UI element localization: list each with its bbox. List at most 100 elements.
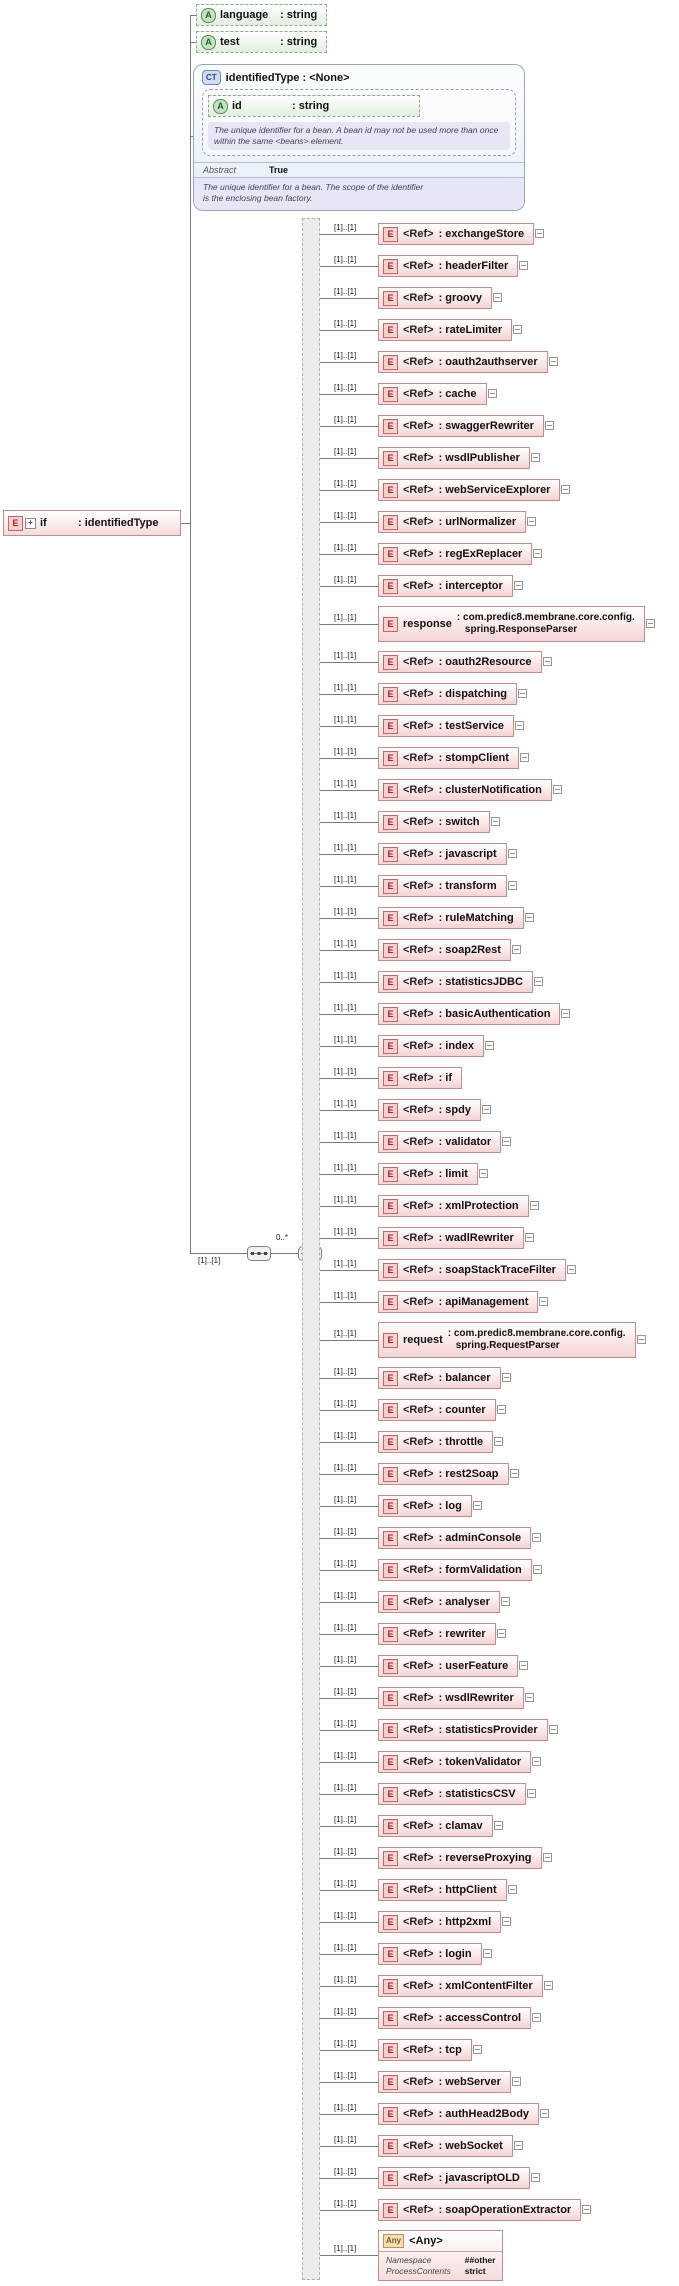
element-box[interactable]: E<Ref>: clamav (378, 1815, 503, 1837)
element-box[interactable]: E<Ref>: interceptor (378, 575, 523, 597)
expand-toggle-icon[interactable] (482, 1949, 492, 1958)
element-box[interactable]: E<Ref>: tokenValidator (378, 1751, 542, 1773)
attribute-language[interactable]: A language : string (196, 4, 328, 26)
element-box[interactable]: E<Ref>: authHead2Body (378, 2103, 550, 2125)
element-box[interactable]: E<Ref>: groovy (378, 287, 502, 309)
element-box[interactable]: E<Ref>: statisticsJDBC (378, 971, 543, 993)
expand-toggle-icon[interactable] (532, 2013, 542, 2022)
expand-toggle-icon[interactable] (561, 485, 571, 494)
element-box[interactable]: E<Ref>: xmlContentFilter (378, 1975, 553, 1997)
expand-toggle-icon[interactable] (481, 1105, 491, 1114)
element-box[interactable]: E<Ref>: xmlProtection (378, 1195, 539, 1217)
expand-toggle-icon[interactable] (496, 1405, 506, 1414)
expand-toggle-icon[interactable] (542, 1853, 552, 1862)
element-box[interactable]: E<Ref>: formValidation (378, 1559, 542, 1581)
expand-toggle-icon[interactable] (544, 421, 554, 430)
expand-toggle-icon[interactable] (535, 229, 545, 238)
expand-toggle-icon[interactable] (530, 453, 540, 462)
expand-toggle-icon[interactable] (511, 2077, 521, 2086)
element-if-root[interactable]: E + if : identifiedType (3, 510, 181, 536)
expand-toggle-icon[interactable] (561, 1009, 571, 1018)
expand-toggle-icon[interactable] (509, 1469, 519, 1478)
element-box[interactable]: E<Ref>: webSocket (378, 2135, 523, 2157)
expand-toggle-icon[interactable] (543, 1981, 553, 1990)
expand-toggle-icon[interactable] (527, 517, 537, 526)
expand-toggle-icon[interactable] (532, 1565, 542, 1574)
element-box[interactable]: E<Ref>: webServer (378, 2071, 521, 2093)
element-box[interactable]: E<Ref>: log (378, 1495, 482, 1517)
element-box[interactable]: E<Ref>: soapStackTraceFilter (378, 1259, 576, 1281)
element-box[interactable]: E<Ref>: balancer (378, 1367, 511, 1389)
element-box[interactable]: E<Ref>: rest2Soap (378, 1463, 519, 1485)
expand-toggle-icon[interactable] (518, 689, 528, 698)
element-box[interactable]: E<Ref>: oauth2Resource (378, 651, 552, 673)
expand-toggle-icon[interactable] (496, 1629, 506, 1638)
element-box[interactable]: E<Ref>: clusterNotification (378, 779, 562, 801)
expand-toggle-icon[interactable] (507, 881, 517, 890)
expand-toggle-icon[interactable] (540, 2109, 550, 2118)
expand-toggle-icon[interactable] (492, 293, 502, 302)
element-box[interactable]: E<Ref>: regExReplacer (378, 543, 543, 565)
expand-toggle-icon[interactable] (502, 1917, 512, 1926)
expand-toggle-icon[interactable] (524, 1233, 534, 1242)
element-box[interactable]: E<Ref>: webServiceExplorer (378, 479, 571, 501)
expand-toggle-icon[interactable] (582, 2205, 592, 2214)
element-box[interactable]: E<Ref>: wadlRewriter (378, 1227, 534, 1249)
sequence-compositor-icon[interactable] (247, 1246, 271, 1261)
element-box[interactable]: E<Ref>: reverseProxying (378, 1847, 552, 1869)
element-box[interactable]: E<Ref>: exchangeStore (378, 223, 545, 245)
expand-toggle-icon[interactable] (519, 1661, 529, 1670)
element-box[interactable]: E<Ref>: accessControl (378, 2007, 542, 2029)
attribute-id[interactable]: A id : string (208, 95, 420, 117)
element-box[interactable]: E<Ref>: adminConsole (378, 1527, 542, 1549)
element-box[interactable]: E<Ref>: stompClient (378, 747, 529, 769)
element-box[interactable]: E<Ref>: wsdlPublisher (378, 447, 540, 469)
expand-toggle-icon[interactable] (487, 389, 497, 398)
element-box[interactable]: E<Ref>: soapOperationExtractor (378, 2199, 592, 2221)
expand-toggle-icon[interactable] (539, 1297, 549, 1306)
expand-toggle-icon[interactable] (513, 2141, 523, 2150)
element-box[interactable]: E<Ref>: soap2Rest (378, 939, 521, 961)
element-box[interactable]: E<Ref>: urlNormalizer (378, 511, 537, 533)
expand-toggle-icon[interactable] (526, 1789, 536, 1798)
element-box[interactable]: E<Ref>: http2xml (378, 1911, 512, 1933)
element-box[interactable]: E<Ref>: basicAuthentication (378, 1003, 571, 1025)
expand-toggle-icon[interactable] (532, 1533, 542, 1542)
element-box[interactable]: E<Ref>: limit (378, 1163, 488, 1185)
expand-toggle-icon[interactable] (542, 657, 552, 666)
expand-toggle-icon[interactable] (501, 1373, 511, 1382)
element-box[interactable]: E<Ref>: counter (378, 1399, 506, 1421)
element-box[interactable]: E<Ref>: tcp (378, 2039, 482, 2061)
element-box[interactable]: E<Ref>: apiManagement (378, 1291, 549, 1313)
expand-toggle-icon[interactable] (513, 581, 523, 590)
element-box[interactable]: E<Ref>: javascript (378, 843, 517, 865)
expand-toggle-icon[interactable] (636, 1335, 646, 1344)
expand-toggle-icon[interactable] (507, 1885, 517, 1894)
expand-toggle-icon[interactable] (490, 817, 500, 826)
element-box[interactable]: E<Ref>: validator (378, 1131, 512, 1153)
expand-toggle-icon[interactable] (494, 1437, 504, 1446)
expand-toggle-icon[interactable] (493, 1821, 503, 1830)
element-box[interactable]: E<Ref>: headerFilter (378, 255, 529, 277)
element-box[interactable]: E<Ref>: cache (378, 383, 497, 405)
element-box[interactable]: E<Ref>: analyser (378, 1591, 510, 1613)
element-box[interactable]: E<Ref>: login (378, 1943, 492, 1965)
expand-toggle-icon[interactable] (478, 1169, 488, 1178)
complex-type-identifiedType[interactable]: CT identifiedType : <None> A id : string… (193, 64, 525, 212)
element-box[interactable]: E<Ref>: dispatching (378, 683, 528, 705)
expand-toggle-icon[interactable] (500, 1597, 510, 1606)
expand-toggle-icon[interactable] (524, 1693, 534, 1702)
expand-toggle-icon[interactable] (548, 357, 558, 366)
element-box[interactable]: E<Ref>: throttle (378, 1431, 504, 1453)
element-box[interactable]: E<Ref>: testService (378, 715, 525, 737)
element-box[interactable]: E<Ref>: switch (378, 811, 500, 833)
element-box[interactable]: E<Ref>: index (378, 1035, 495, 1057)
element-box[interactable]: E<Ref>: ruleMatching (378, 907, 534, 929)
expand-toggle-icon[interactable] (515, 721, 525, 730)
expand-toggle-icon[interactable] (502, 1137, 512, 1146)
expand-toggle-icon[interactable] (472, 1501, 482, 1510)
expand-toggle-icon[interactable] (645, 619, 655, 628)
expand-toggle-icon[interactable] (533, 977, 543, 986)
